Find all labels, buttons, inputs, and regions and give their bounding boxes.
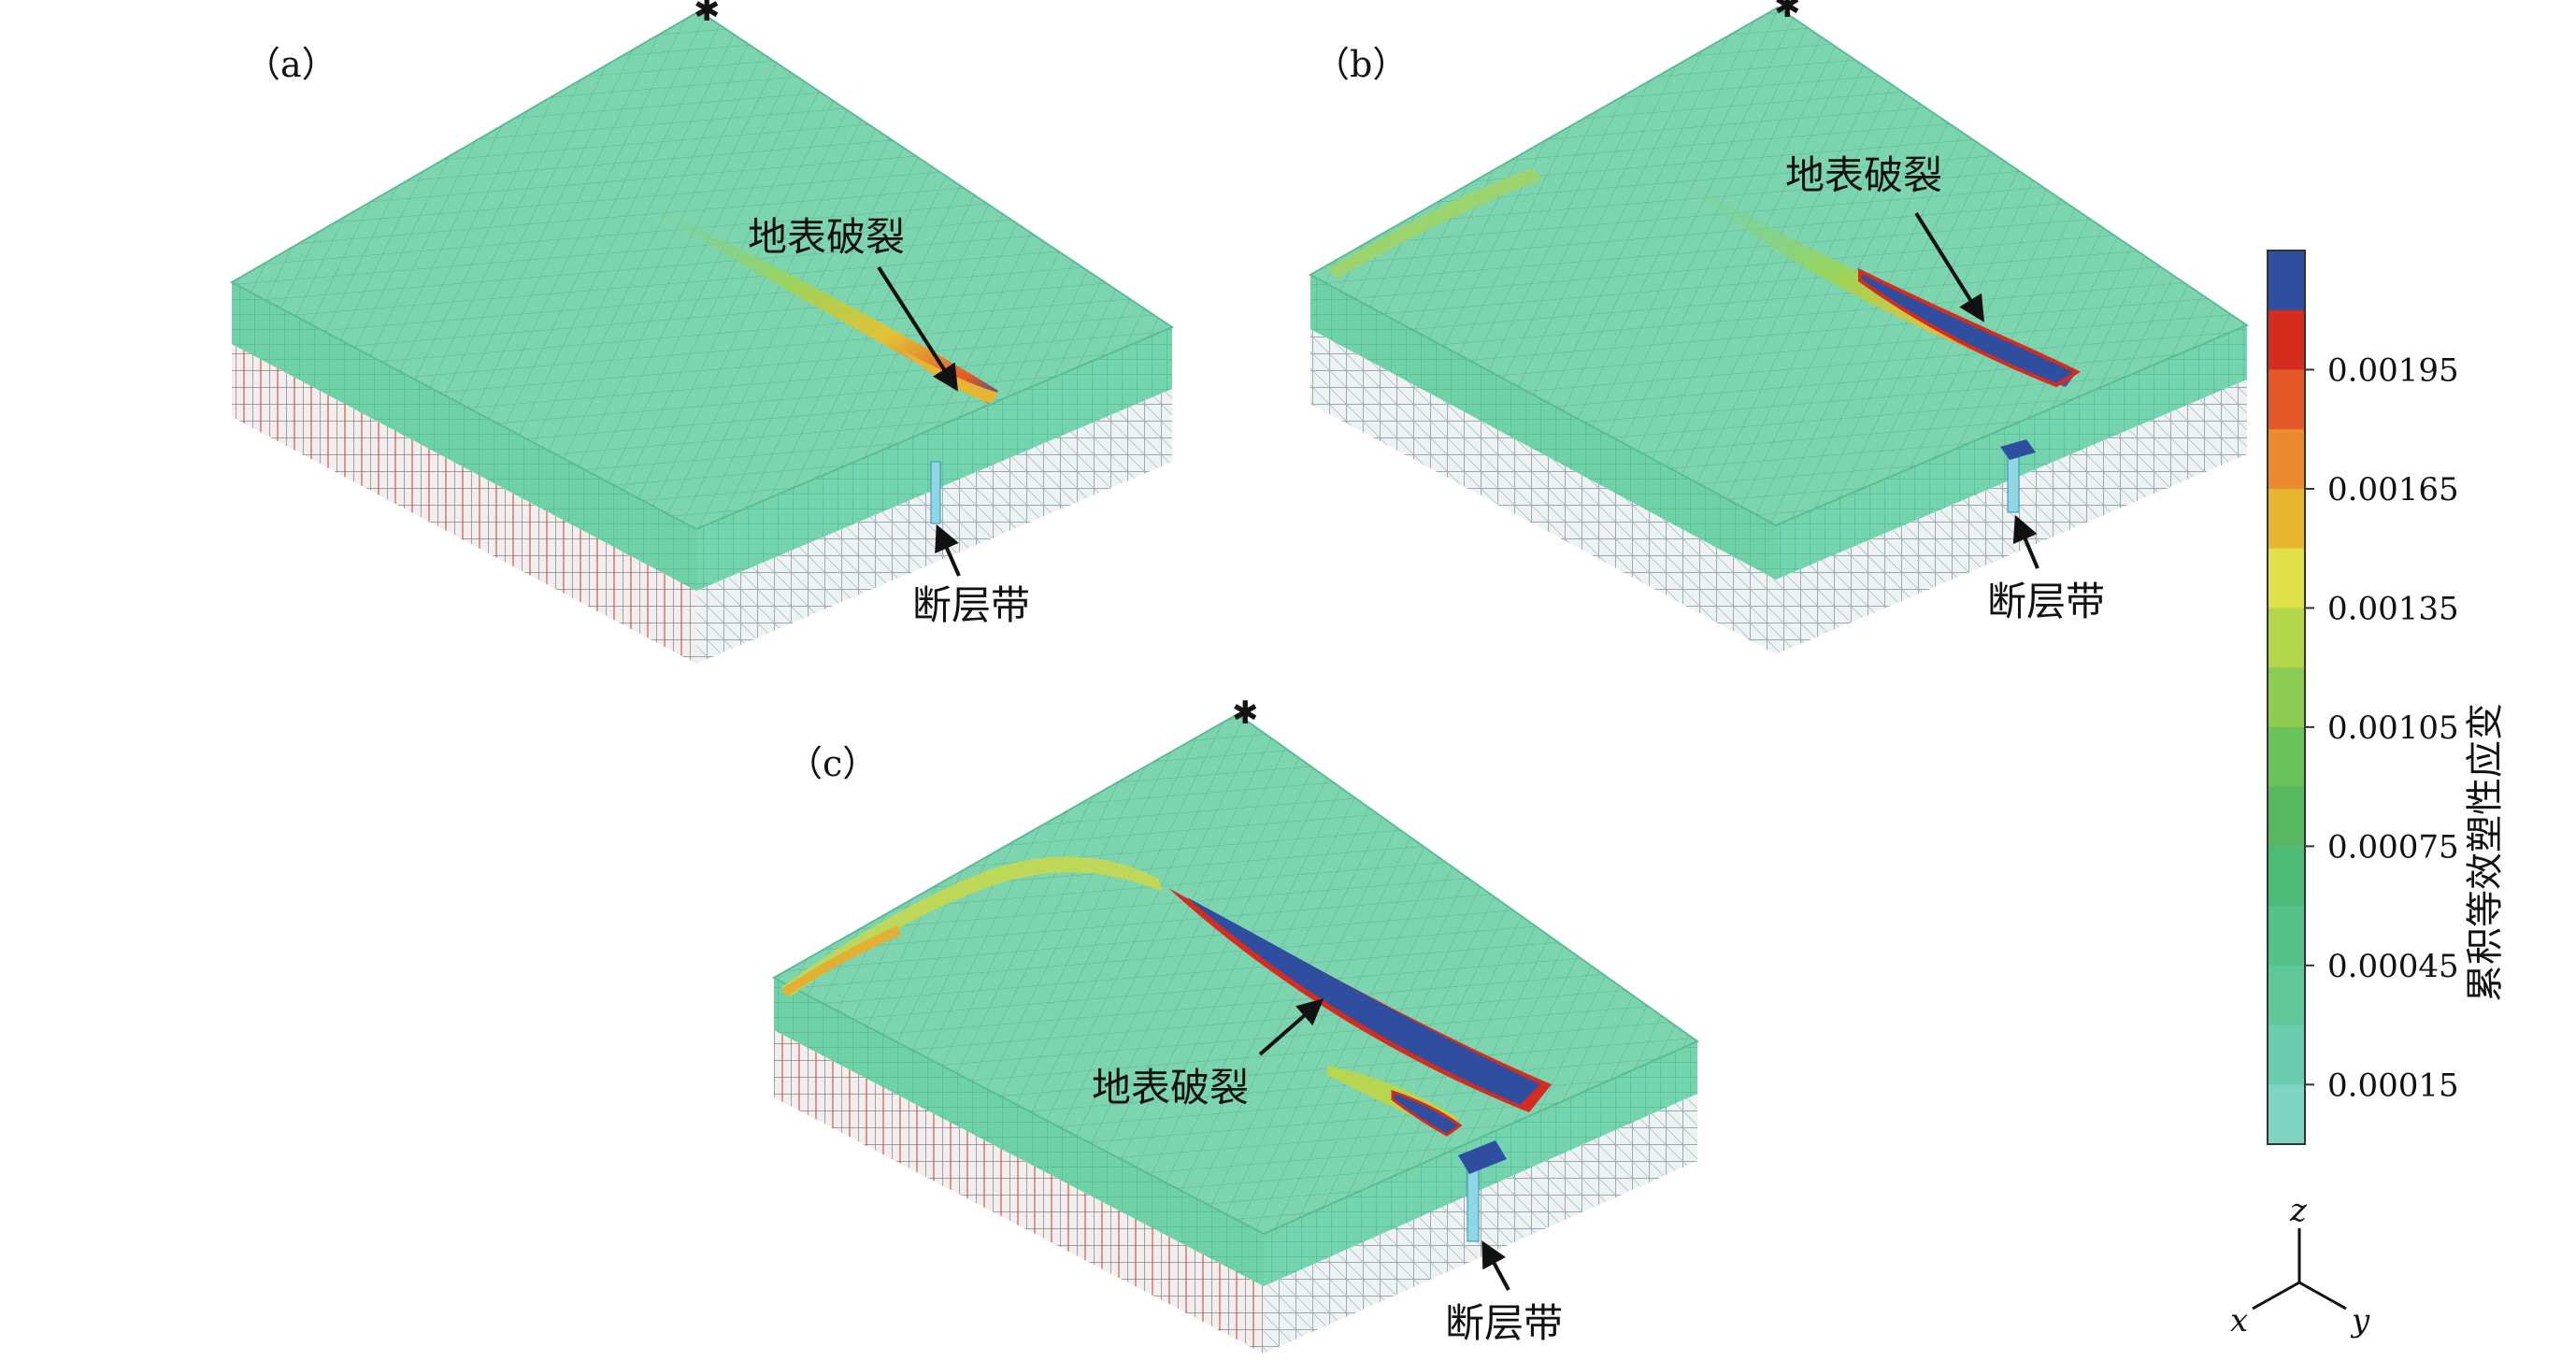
panel-a-surface-rupture-arrow [877, 265, 959, 392]
panel-c: ✱ [771, 695, 1700, 1354]
colorbar-tick-label: 0.00075 [2327, 828, 2459, 866]
panel-c-lower-right-face [1264, 1094, 1697, 1354]
panel-c-surface-rupture-label: 地表破裂 [1092, 1065, 1249, 1110]
colorbar-title: 累积等效塑性应变 [2464, 703, 2507, 1002]
panel-a-lower-left-face [232, 344, 696, 664]
colorbar-segment [2268, 309, 2305, 370]
panel-a-label: （a） [245, 44, 337, 85]
panel-b-upper-left-grid [1310, 275, 1776, 580]
panel-a-upper-right-grid [696, 327, 1172, 591]
panel-a-upper-left-grid [232, 282, 696, 591]
x-axis-line [2252, 1281, 2300, 1311]
panel-a-top-grid [232, 11, 1172, 529]
z-axis-letter: z [2289, 1192, 2308, 1229]
panel-b-lower-right-face [1776, 380, 2247, 654]
panel-c-left-plume-edge [781, 925, 901, 996]
panel-b-surface-rupture-label: 地表破裂 [1785, 152, 1942, 198]
panel-c-label: （c） [787, 743, 878, 784]
panel-b-fault-strip [2007, 453, 2020, 513]
y-axis-letter: y [2350, 1302, 2370, 1340]
panel-b-label: （b） [1314, 44, 1408, 85]
colorbar-segment [2268, 1024, 2305, 1085]
colorbar-segment [2268, 488, 2305, 550]
panel-c-top-grid [774, 714, 1697, 1234]
colorbar-segment [2268, 548, 2305, 609]
colorbar-tick-label: 0.00015 [2327, 1067, 2459, 1104]
panel-a-fault-strip [930, 461, 941, 524]
panel-c-fault-damage [1458, 1140, 1507, 1174]
panel-c-star: ✱ [1232, 695, 1259, 732]
panel-b-left-glow [1327, 168, 1542, 279]
colorbar-frame [2267, 250, 2306, 1145]
colorbar-segment [2268, 1084, 2305, 1145]
colorbar-tick-label: 0.00165 [2327, 471, 2459, 509]
panel-b: ✱ [1308, 0, 2250, 654]
panel-c-upper-left-grid [774, 978, 1264, 1286]
panel-c-fault-arrow [1481, 1240, 1510, 1291]
panel-c-fault-label: 断层带 [1445, 1300, 1563, 1346]
panel-c-secondary-core [1391, 1089, 1463, 1137]
panel-a-surface-rupture-label: 地表破裂 [748, 214, 905, 260]
panel-b-top-grid [1310, 7, 2247, 525]
colorbar-tick-label: 0.00135 [2327, 590, 2459, 627]
colorbar-segment [2268, 965, 2305, 1026]
y-axis-line [2298, 1281, 2347, 1311]
panel-c-left-plume [781, 856, 1163, 996]
colorbar-tick-label: 0.00045 [2327, 948, 2459, 985]
colorbar-tick-label: 0.00195 [2327, 351, 2459, 389]
colorbar-tick-label: 0.00105 [2327, 709, 2459, 747]
panel-c-rupture-core [1187, 897, 1540, 1105]
panel-b-fault-damage [2000, 439, 2036, 460]
colorbar-segment [2268, 726, 2305, 788]
panel-b-fault-label: 断层带 [1987, 579, 2105, 624]
axis-triad: z x y [2230, 1192, 2370, 1340]
panel-a-fault-arrow [935, 523, 961, 577]
x-axis-letter: x [2230, 1302, 2248, 1340]
colorbar-segment [2268, 906, 2305, 967]
panel-b-lower-left-face [1310, 329, 1776, 654]
panel-c-surface-rupture-arrow [1258, 998, 1324, 1056]
colorbar-segment [2268, 369, 2305, 430]
panel-a: ✱ [229, 0, 1175, 664]
colorbar: 0.00195 0.00165 0.00135 0.00105 0.00075 0.000… [2267, 250, 2459, 1145]
panel-a-rupture-zone [617, 187, 998, 404]
colorbar-segment [2268, 608, 2305, 668]
panel-b-star: ✱ [1774, 0, 1801, 25]
panel-c-lower-left-face [774, 1030, 1264, 1354]
panel-a-star: ✱ [694, 0, 721, 29]
panel-a-lower-right-face [696, 389, 1172, 664]
panel-a-fault-label: 断层带 [912, 582, 1030, 628]
colorbar-segment [2268, 429, 2305, 490]
panel-b-fault-arrow [2012, 514, 2039, 569]
colorbar-segment [2268, 251, 2305, 311]
panel-b-surface-rupture-arrow [1914, 211, 1984, 322]
panel-b-rupture-core [1858, 267, 2082, 388]
colorbar-segment [2268, 786, 2305, 847]
panel-c-fault-strip [1467, 1166, 1480, 1242]
colorbar-segment [2268, 667, 2305, 728]
colorbar-segment [2268, 846, 2305, 907]
